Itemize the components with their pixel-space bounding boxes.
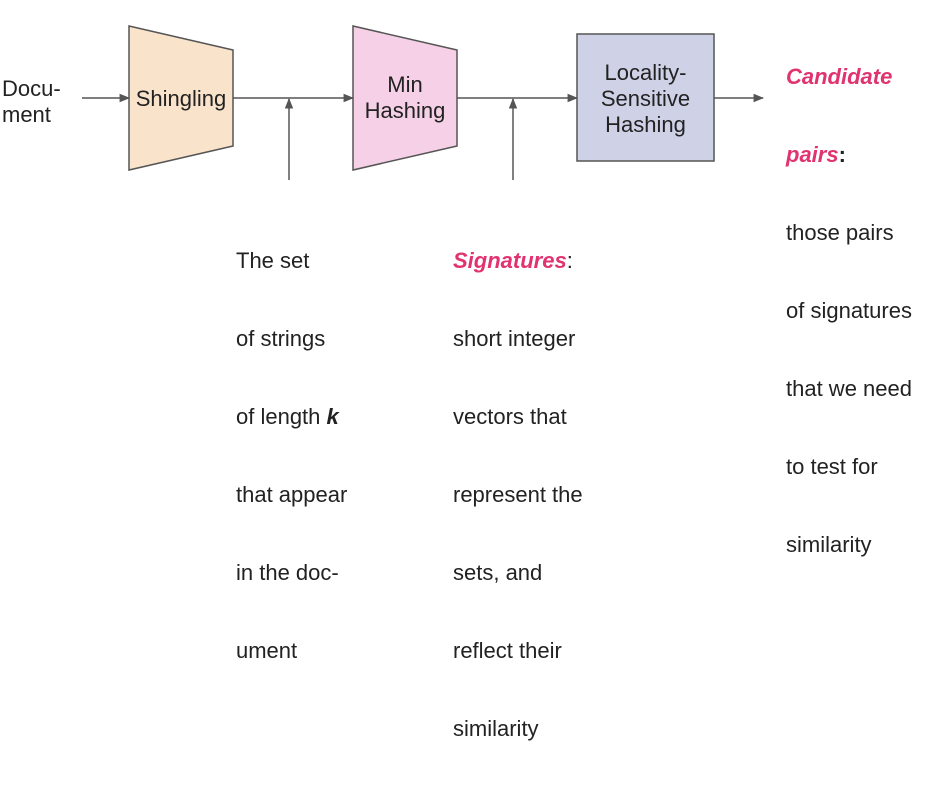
candidates-title-line2: pairs	[786, 142, 839, 167]
document-label: Docu-ment	[2, 76, 61, 127]
signatures-title: Signatures	[453, 248, 567, 273]
shingles-note: The set of strings of length k that appe…	[236, 248, 348, 663]
candidates-note: Candidate pairs: those pairs of signatur…	[786, 64, 912, 557]
candidates-title-line1: Candidate	[786, 64, 893, 89]
shingling-label: Shingling	[135, 86, 227, 111]
minhash-shape	[352, 25, 458, 171]
signatures-note: Signatures: short integer vectors that r…	[453, 248, 583, 741]
shingling-shape	[128, 25, 234, 171]
lsh-box	[576, 33, 715, 162]
diagram-canvas	[82, 25, 765, 180]
k-variable: k	[326, 404, 339, 429]
